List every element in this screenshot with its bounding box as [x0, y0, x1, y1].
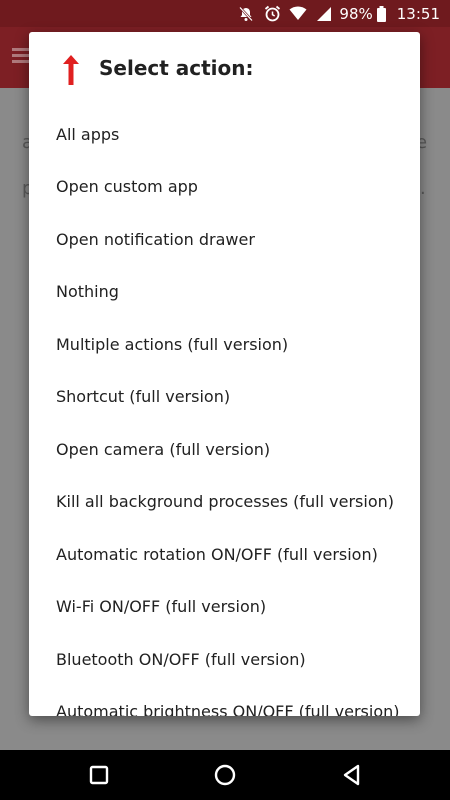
action-item-wifi-toggle[interactable]: Wi-Fi ON/OFF (full version)	[56, 597, 267, 617]
notifications-off-icon	[237, 5, 255, 23]
battery-percentage: 98%	[339, 4, 373, 23]
background-text-fragment: p	[22, 178, 34, 199]
battery-icon	[377, 5, 387, 23]
navigation-bar	[0, 750, 450, 800]
action-item-nothing[interactable]: Nothing	[56, 282, 119, 302]
action-item-automatic-brightness[interactable]: Automatic brightness ON/OFF (full versio…	[56, 702, 400, 716]
background-text-fragment: e	[416, 132, 428, 153]
dialog-header: Select action:	[29, 32, 420, 106]
recents-square-icon[interactable]	[87, 763, 111, 787]
hamburger-menu-icon	[12, 45, 34, 67]
wifi-icon	[289, 5, 307, 23]
action-item-open-custom-app[interactable]: Open custom app	[56, 177, 198, 197]
action-item-open-camera[interactable]: Open camera (full version)	[56, 439, 271, 459]
action-item-bluetooth-toggle[interactable]: Bluetooth ON/OFF (full version)	[56, 649, 306, 669]
background-text-fragment: a	[22, 132, 34, 153]
action-item-open-notification-drawer[interactable]: Open notification drawer	[56, 229, 255, 249]
back-triangle-icon[interactable]	[340, 763, 364, 787]
dialog-title: Select action:	[99, 56, 254, 80]
arrow-up-icon	[60, 54, 82, 86]
home-circle-icon[interactable]	[213, 763, 237, 787]
action-item-all-apps[interactable]: All apps	[56, 124, 120, 144]
action-item-kill-background-processes[interactable]: Kill all background processes (full vers…	[56, 492, 394, 512]
select-action-dialog: Select action: All apps Open custom app …	[29, 32, 420, 716]
status-bar: 98% 13:51	[0, 0, 450, 27]
background-text-fragment: .	[420, 178, 426, 199]
action-item-shortcut[interactable]: Shortcut (full version)	[56, 387, 231, 407]
alarm-icon	[263, 5, 281, 23]
clock-time: 13:51	[396, 4, 440, 23]
action-item-automatic-rotation[interactable]: Automatic rotation ON/OFF (full version)	[56, 544, 378, 564]
action-list: All apps Open custom app Open notificati…	[29, 108, 420, 716]
action-item-multiple-actions[interactable]: Multiple actions (full version)	[56, 334, 289, 354]
signal-icon	[315, 5, 333, 23]
